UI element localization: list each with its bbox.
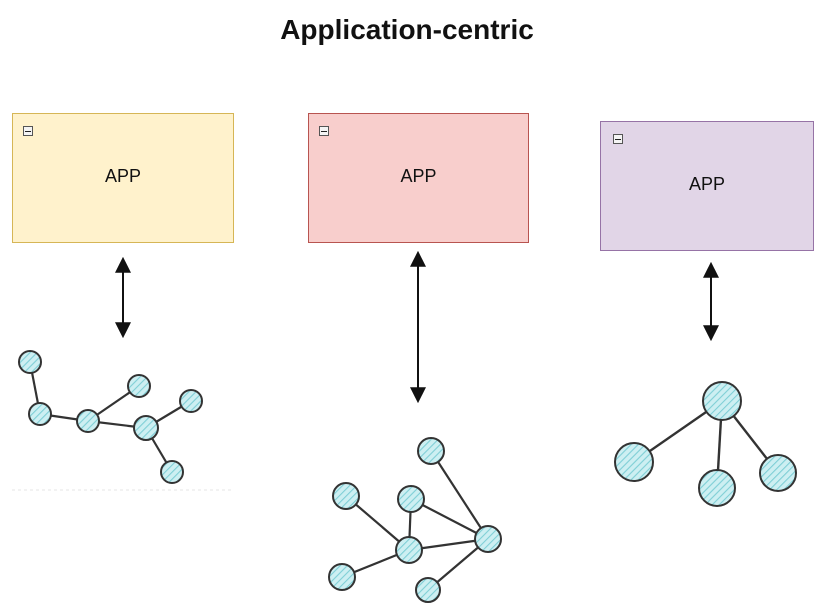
graph-node-icon bbox=[160, 460, 184, 484]
graph-node-icon bbox=[76, 409, 100, 433]
graph-node-icon bbox=[133, 415, 159, 441]
app-box-red[interactable]: APP bbox=[308, 113, 529, 243]
graph-1-nodes bbox=[18, 350, 203, 484]
graph-node-icon bbox=[332, 482, 360, 510]
graph-node-icon bbox=[395, 536, 423, 564]
graph-2-edges bbox=[341, 450, 489, 591]
graph-node-icon bbox=[328, 563, 356, 591]
graph-node-icon bbox=[702, 381, 742, 421]
graph-node-icon bbox=[179, 389, 203, 413]
graph-node-icon bbox=[698, 469, 736, 507]
app-box-purple[interactable]: APP bbox=[600, 121, 814, 251]
collapse-icon[interactable] bbox=[23, 126, 33, 136]
graph-node-icon bbox=[759, 454, 797, 492]
graph-2-nodes bbox=[328, 437, 502, 603]
collapse-icon[interactable] bbox=[319, 126, 329, 136]
graph-node-icon bbox=[417, 437, 445, 465]
graph-1-edges bbox=[28, 361, 192, 473]
graph-node-icon bbox=[415, 577, 441, 603]
app-label: APP bbox=[400, 166, 437, 186]
graph-node-icon bbox=[397, 485, 425, 513]
diagram-title: Application-centric bbox=[280, 14, 534, 45]
graph-node-icon bbox=[18, 350, 42, 374]
graph-node-icon bbox=[614, 442, 654, 482]
graph-node-icon bbox=[127, 374, 151, 398]
app-label: APP bbox=[688, 174, 726, 194]
graph-node-icon bbox=[474, 525, 502, 553]
graph-3-nodes bbox=[614, 381, 797, 507]
graph-node-icon bbox=[28, 402, 52, 426]
app-box-yellow[interactable]: APP bbox=[12, 113, 234, 243]
collapse-icon[interactable] bbox=[613, 134, 623, 144]
app-label: APP bbox=[104, 166, 142, 186]
